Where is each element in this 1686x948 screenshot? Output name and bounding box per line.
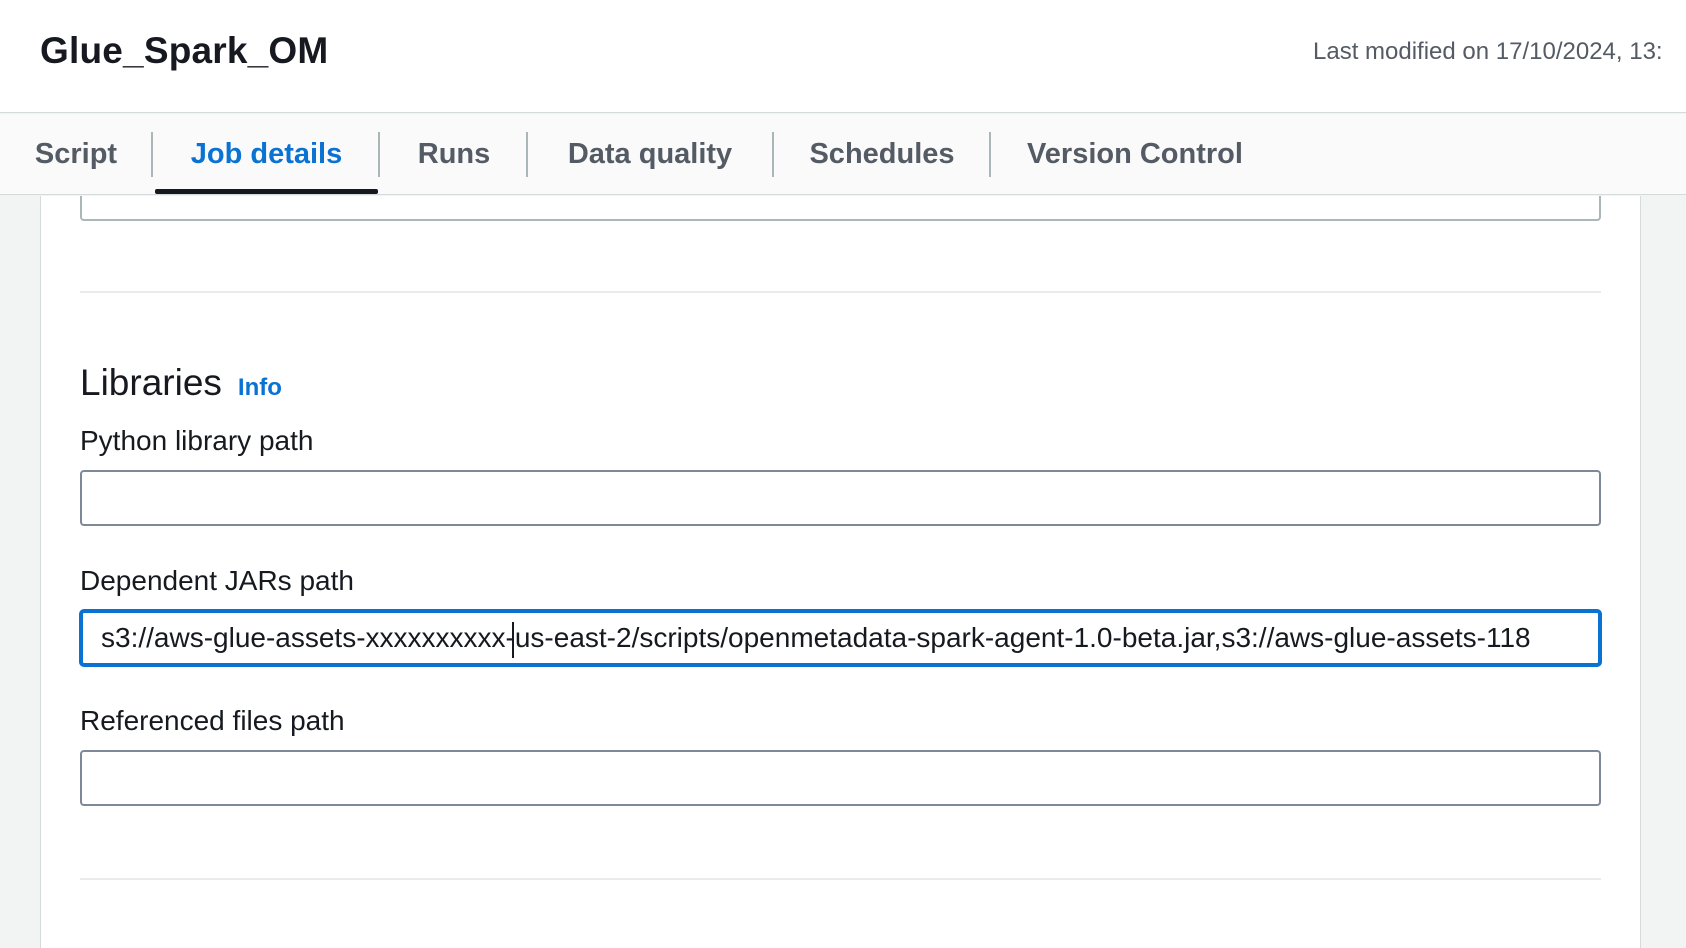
tab-version-control[interactable]: Version Control — [1027, 138, 1243, 170]
job-details-panel — [40, 196, 1641, 948]
active-tab-indicator — [155, 189, 378, 194]
previous-field-edge — [80, 196, 1601, 221]
tab-divider — [378, 132, 380, 177]
tab-schedules[interactable]: Schedules — [809, 138, 955, 170]
tab-script[interactable]: Script — [34, 138, 118, 170]
tab-divider — [151, 132, 153, 177]
tab-divider — [772, 132, 774, 177]
referenced-files-path-label: Referenced files path — [80, 705, 345, 736]
libraries-title: Libraries — [80, 362, 222, 403]
job-tabs: Script Job details Runs Data quality Sch… — [0, 114, 1686, 195]
dependent-jars-path-label: Dependent JARs path — [80, 565, 354, 596]
python-library-path-input[interactable] — [80, 470, 1601, 526]
tab-divider — [989, 132, 991, 177]
libraries-heading: Libraries Info — [80, 362, 282, 404]
python-library-path-label: Python library path — [80, 425, 314, 456]
tab-data-quality[interactable]: Data quality — [567, 138, 733, 170]
tab-job-details[interactable]: Job details — [190, 138, 343, 170]
job-header: Glue_Spark_OM Last modified on 17/10/202… — [0, 0, 1686, 113]
section-divider — [80, 291, 1601, 293]
section-divider — [80, 878, 1601, 880]
last-modified-timestamp: Last modified on 17/10/2024, 13: — [1313, 38, 1663, 65]
referenced-files-path-input[interactable] — [80, 750, 1601, 806]
dependent-jars-path-input[interactable] — [80, 610, 1601, 666]
tab-runs[interactable]: Runs — [417, 138, 491, 170]
tab-divider — [526, 132, 528, 177]
libraries-info-link[interactable]: Info — [237, 374, 282, 401]
text-cursor — [512, 622, 514, 658]
job-title: Glue_Spark_OM — [40, 30, 329, 71]
